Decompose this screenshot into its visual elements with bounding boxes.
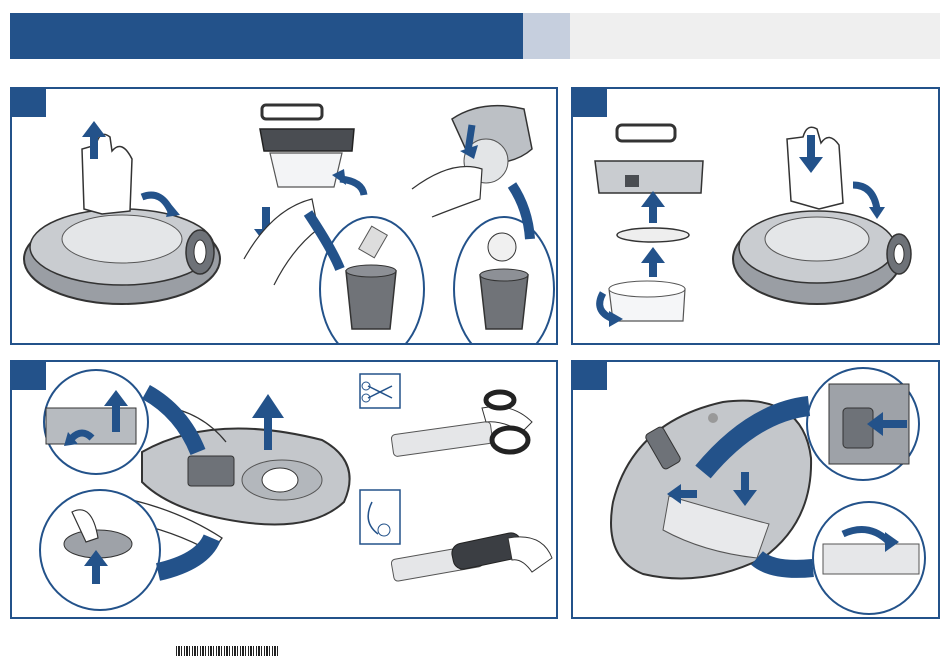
trash-can-icon: [308, 213, 424, 343]
header-tab: [523, 13, 570, 59]
barcode: [176, 646, 278, 656]
brush-roll-icon: [391, 531, 552, 582]
filter-icon: [412, 106, 532, 217]
robot-vacuum-icon: [733, 211, 911, 304]
step-1-illustration: [12, 89, 556, 343]
header-band: [10, 13, 523, 59]
trash-can-icon: [454, 185, 554, 343]
step-panel-1: [10, 87, 558, 345]
step-2-illustration: [573, 89, 938, 343]
step-panel-4: [571, 360, 940, 619]
robot-vacuum-icon: [24, 209, 220, 304]
step-panel-2: [571, 87, 940, 345]
dustbin-assembly-icon: [595, 125, 703, 193]
step-4-illustration: [573, 362, 938, 617]
brush-roll-icon: [391, 392, 532, 457]
step-3-illustration: [12, 362, 556, 617]
scissors-icon: [360, 374, 400, 408]
step-panel-3: [10, 360, 558, 619]
hand-press-icon: [787, 127, 885, 219]
vacuum-cleaner-icon: [360, 490, 400, 544]
hand-lift-lid-icon: [82, 121, 180, 217]
robot-underside-icon: [611, 401, 811, 579]
header-rest: [570, 13, 940, 59]
filter-disc-icon: [600, 191, 689, 327]
